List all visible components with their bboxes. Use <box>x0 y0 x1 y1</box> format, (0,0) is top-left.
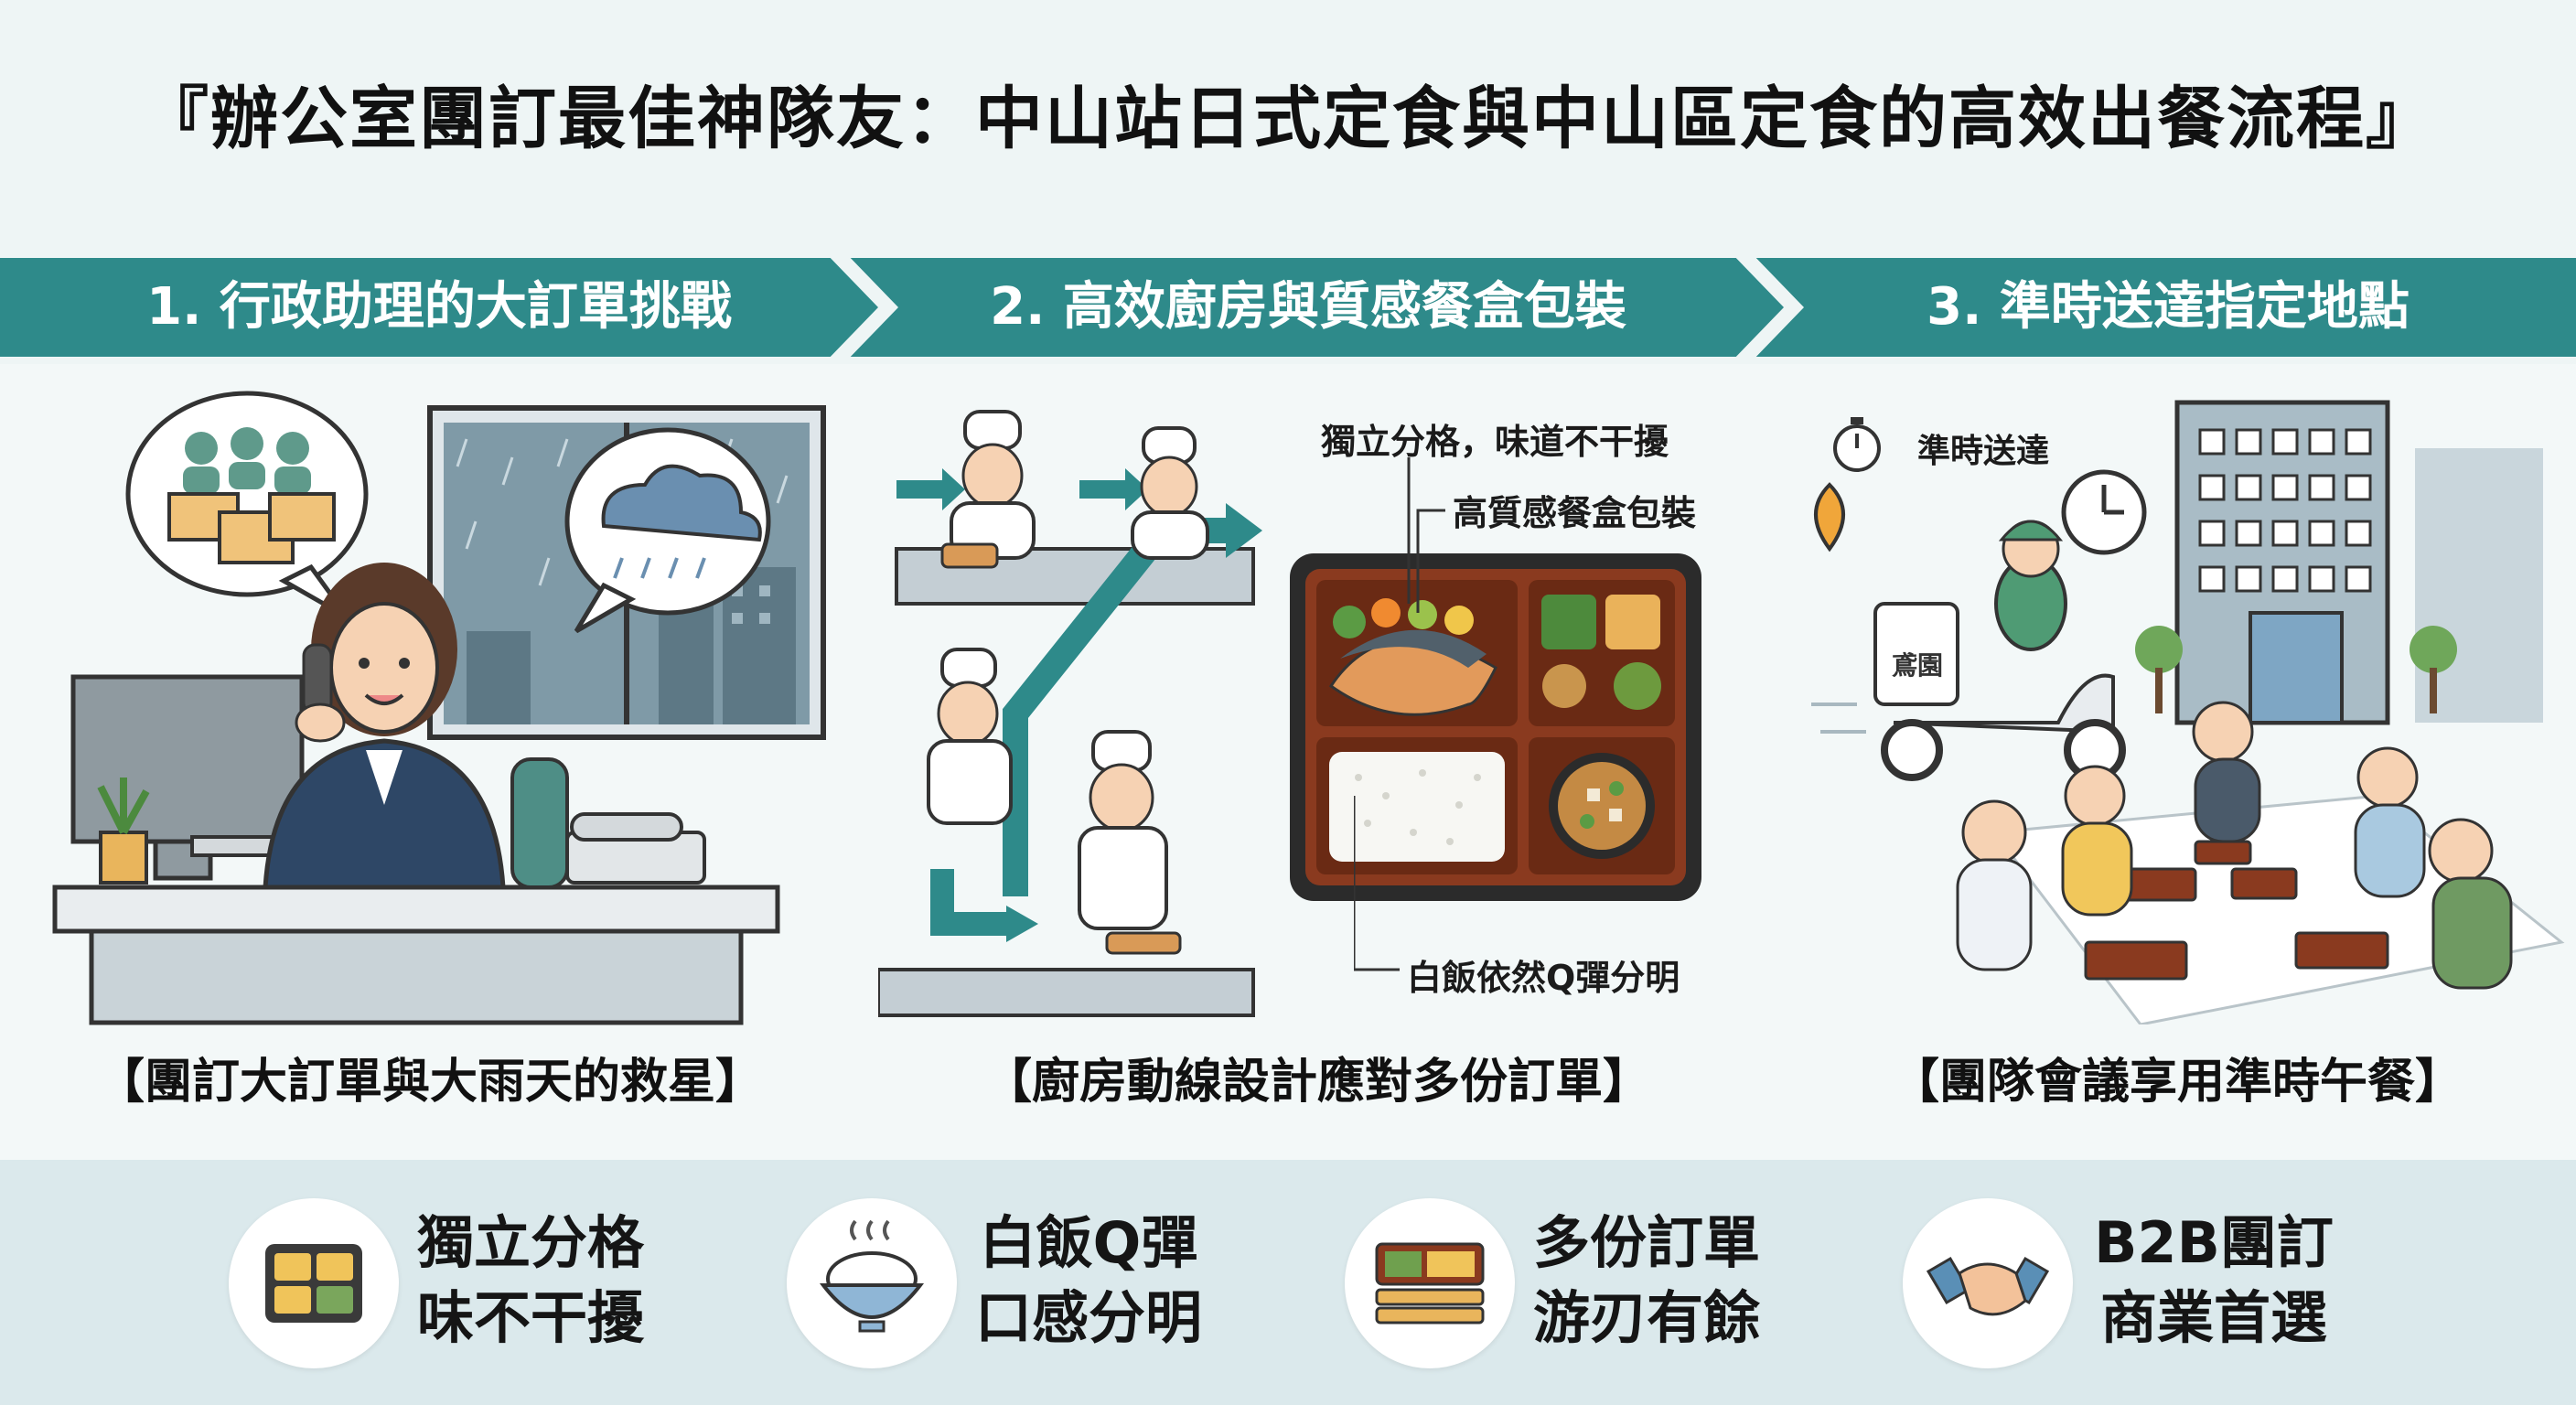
feature-1-line-1: 獨立分格 <box>416 1209 644 1276</box>
chef-figure <box>1078 730 1168 930</box>
feature-2-line-1: 白飯Q彈 <box>979 1209 1198 1276</box>
rice-bowl-icon <box>819 1219 925 1333</box>
stopwatch-icon <box>1833 417 1881 472</box>
tree-icon <box>2135 626 2457 713</box>
office-building-icon <box>2174 400 2543 725</box>
feature-3-line-1: 多份訂單 <box>1532 1209 1760 1276</box>
scene-admin-assistant <box>52 391 826 1025</box>
callout-rice: 白飯依然Q彈分明 <box>1407 958 1680 998</box>
office-chair <box>510 757 569 889</box>
feature-3-text: 多份訂單 游刃有餘 <box>1509 1206 1784 1356</box>
compartment-box-icon <box>265 1244 362 1323</box>
potted-plant-icon <box>97 778 150 885</box>
clock-icon <box>2061 469 2147 555</box>
caption-step-2: 【廚房動線設計應對多份訂單】 <box>983 1055 1650 1110</box>
callout-compartments: 獨立分格，味道不干擾 <box>1321 422 1669 462</box>
banner-segment-2 <box>843 251 1784 364</box>
page-title: 『辦公室團訂最佳神隊友：中山站日式定食與中山區定食的高效出餐流程』 <box>141 80 2435 158</box>
location-pin-icon <box>1814 482 1845 552</box>
banner-segment-1 <box>0 251 878 364</box>
chef-figure <box>1131 426 1209 560</box>
feature-4-line-2: 商業首選 <box>2099 1284 2327 1351</box>
caption-step-3: 【團隊會議享用準時午餐】 <box>1891 1055 2463 1110</box>
chef-figure <box>950 410 1036 560</box>
chef-figure <box>927 648 1013 825</box>
admin-assistant-figure <box>263 563 506 890</box>
feature-2-text: 白飯Q彈 口感分明 <box>951 1206 1226 1356</box>
step-3-label: 3. 準時送達指定地點 <box>1927 277 2410 337</box>
feature-3-badge <box>1345 1198 1515 1368</box>
label-on-time: 準時送達 <box>1917 433 2050 470</box>
scene-kitchen-flow <box>878 410 1262 1017</box>
banner-segment-3 <box>1749 251 2576 364</box>
step-1-label: 1. 行政助理的大訂單挑戰 <box>146 277 732 337</box>
feature-4-badge <box>1903 1198 2073 1368</box>
bento-callout-lines <box>1354 457 1445 971</box>
rain-cloud-bubble-icon <box>564 427 771 634</box>
callout-packaging: 高質感餐盒包裝 <box>1453 493 1697 533</box>
feature-2-badge <box>787 1198 957 1368</box>
feature-3-line-2: 游刃有餘 <box>1532 1284 1760 1351</box>
feature-1-line-2: 味不干擾 <box>416 1284 644 1351</box>
stacked-bento-icon <box>1375 1242 1485 1325</box>
feature-4-text: B2B團訂 商業首選 <box>2077 1206 2351 1356</box>
banner-arrows <box>0 251 2576 364</box>
handshake-icon <box>1926 1256 2050 1316</box>
office-desk <box>52 885 780 934</box>
meeting-participants <box>1956 701 2513 990</box>
caption-step-1: 【團訂大訂單與大雨天的救星】 <box>96 1055 763 1110</box>
step-2-label: 2. 高效廚房與質感餐盒包裝 <box>990 277 1626 337</box>
delivery-scooter-icon <box>1811 520 2126 781</box>
scene-delivery-meeting <box>1811 400 2565 1024</box>
desk-phone-icon <box>565 812 706 885</box>
step-banner <box>0 251 2576 364</box>
feature-1-text: 獨立分格 味不干擾 <box>393 1206 668 1356</box>
feature-1-badge <box>229 1198 399 1368</box>
feature-4-line-1: B2B團訂 <box>2094 1209 2334 1276</box>
bento-box-illustration <box>1290 553 1701 901</box>
feature-2-line-2: 口感分明 <box>974 1284 1202 1351</box>
feature-strip <box>0 1160 2576 1405</box>
group-order-bubble-icon <box>125 391 369 620</box>
delivery-box-brand: 鳶園 <box>1892 650 1944 681</box>
